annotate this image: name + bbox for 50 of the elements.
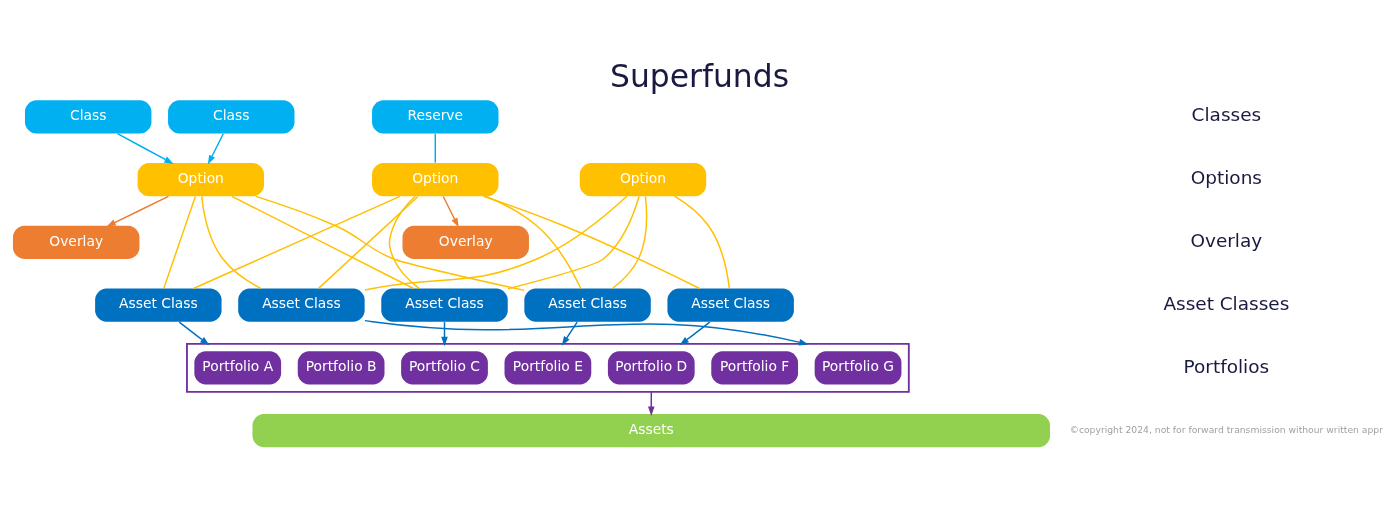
connector xyxy=(231,195,415,290)
connector xyxy=(673,195,731,290)
node-box: Portfolio A xyxy=(194,351,282,385)
label: Classes xyxy=(1191,104,1262,126)
connector xyxy=(201,195,262,290)
node-box: Portfolio E xyxy=(504,351,592,385)
node-box: Portfolio G xyxy=(814,351,902,385)
arrow xyxy=(561,321,578,346)
connector xyxy=(611,195,648,290)
node-box: Assets xyxy=(252,414,1051,448)
node-box: Asset Class xyxy=(95,288,222,322)
node-box: Portfolio F xyxy=(711,351,799,385)
cluster xyxy=(186,343,910,393)
connector xyxy=(507,195,640,290)
label: Options xyxy=(1190,167,1262,189)
connector xyxy=(482,195,701,290)
node-box: Overlay xyxy=(402,225,529,259)
node-box: Option xyxy=(372,163,499,197)
arrow xyxy=(106,195,170,227)
label: Portfolios xyxy=(1183,355,1270,377)
node-box: Asset Class xyxy=(238,288,365,322)
node-box: Option xyxy=(579,163,707,197)
node-box: Portfolio D xyxy=(607,351,695,385)
connector xyxy=(388,195,420,290)
label: ©copyright 2024, not for forward transmission withour written appr xyxy=(1069,424,1384,435)
arrow xyxy=(442,195,459,228)
node-box: Class xyxy=(24,100,152,134)
arrow xyxy=(116,132,174,164)
node-box: Option xyxy=(137,163,265,197)
node-box: Asset Class xyxy=(524,288,651,322)
node-box: Portfolio B xyxy=(297,351,385,385)
label: Overlay xyxy=(1190,230,1263,251)
node-box: Class xyxy=(168,100,295,134)
connector xyxy=(434,133,436,164)
connector xyxy=(255,195,525,292)
diagram-title: Superfunds xyxy=(610,58,789,95)
connector xyxy=(163,195,197,290)
arrow xyxy=(679,321,711,346)
arrow xyxy=(178,321,210,346)
arrow xyxy=(207,133,224,165)
node-box: Reserve xyxy=(372,100,499,134)
connector xyxy=(484,195,582,290)
node-box: Overlay xyxy=(12,225,140,259)
node-box: Asset Class xyxy=(667,288,794,322)
node-box: Portfolio C xyxy=(401,351,488,385)
connector xyxy=(364,195,628,291)
connector xyxy=(192,195,401,290)
connector xyxy=(317,195,419,290)
node-box: Asset Class xyxy=(381,288,508,322)
label: Asset Classes xyxy=(1163,292,1290,314)
